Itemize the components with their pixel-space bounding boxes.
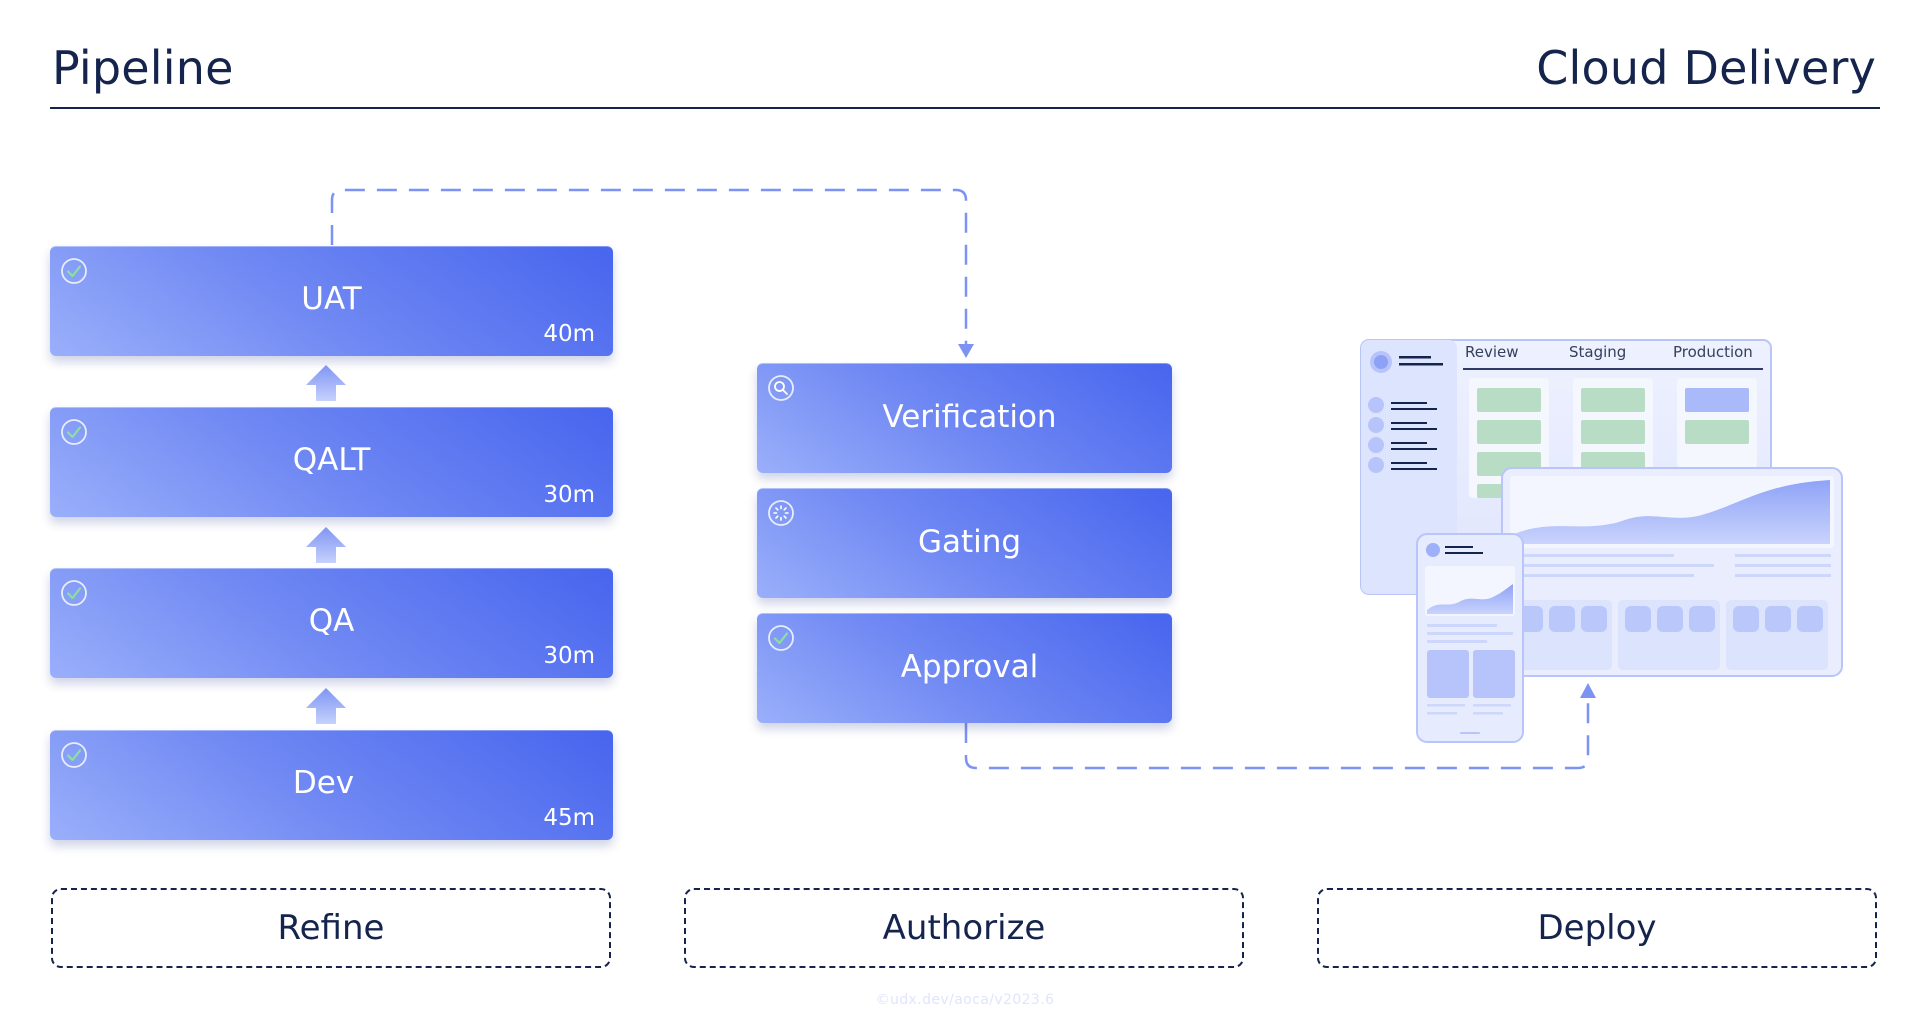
stage-name: UAT: [301, 281, 362, 317]
phase-authorize: Authorize: [684, 888, 1244, 968]
stage-card-dev[interactable]: Dev 45m: [50, 730, 613, 840]
stage-card-verification[interactable]: Verification: [757, 363, 1172, 473]
tablet-device: [1501, 467, 1843, 677]
check-circle-icon: [61, 419, 87, 445]
stage-card-uat[interactable]: UAT 40m: [50, 246, 613, 356]
phase-label: Refine: [277, 908, 385, 948]
stage-name: Gating: [917, 524, 1022, 560]
loading-spinner-icon: [768, 500, 794, 526]
tab-production: Production: [1673, 343, 1753, 361]
header-divider: [50, 107, 1880, 109]
check-circle-icon: [61, 580, 87, 606]
up-arrow-icon: [306, 527, 346, 563]
footer-note: ©udx.dev/aoca/v2023.6: [875, 992, 1055, 1008]
tab-review: Review: [1465, 343, 1519, 361]
tab-staging: Staging: [1569, 343, 1627, 361]
deploy-devices-illustration: [1360, 339, 1843, 743]
phase-label: Authorize: [882, 908, 1046, 948]
stage-duration: 40m: [543, 321, 595, 347]
stage-card-qalt[interactable]: QALT 30m: [50, 407, 613, 517]
page-title: Pipeline: [52, 41, 234, 95]
stage-card-gating[interactable]: Gating: [757, 488, 1172, 598]
phase-label: Deploy: [1537, 908, 1657, 948]
stage-duration: 30m: [543, 643, 595, 669]
stage-name: Dev: [292, 765, 355, 801]
connector-arrowhead-verification: [958, 344, 974, 358]
stage-card-qa[interactable]: QA 30m: [50, 568, 613, 678]
check-circle-icon: [61, 742, 87, 768]
up-arrow-icon: [306, 365, 346, 401]
check-circle-icon: [61, 258, 87, 284]
phase-refine: Refine: [51, 888, 611, 968]
stage-name: Verification: [882, 399, 1057, 435]
phase-deploy: Deploy: [1317, 888, 1877, 968]
stage-duration: 30m: [543, 482, 595, 508]
stage-name: QA: [308, 603, 355, 639]
search-icon: [768, 375, 794, 401]
up-arrow-icon: [306, 688, 346, 724]
phone-device: [1416, 533, 1524, 743]
stage-card-approval[interactable]: Approval: [757, 613, 1172, 723]
stage-name: Approval: [900, 649, 1039, 685]
stage-duration: 45m: [543, 805, 595, 831]
check-circle-icon: [768, 625, 794, 651]
page-subtitle: Cloud Delivery: [1536, 41, 1876, 95]
stage-name: QALT: [292, 442, 371, 478]
